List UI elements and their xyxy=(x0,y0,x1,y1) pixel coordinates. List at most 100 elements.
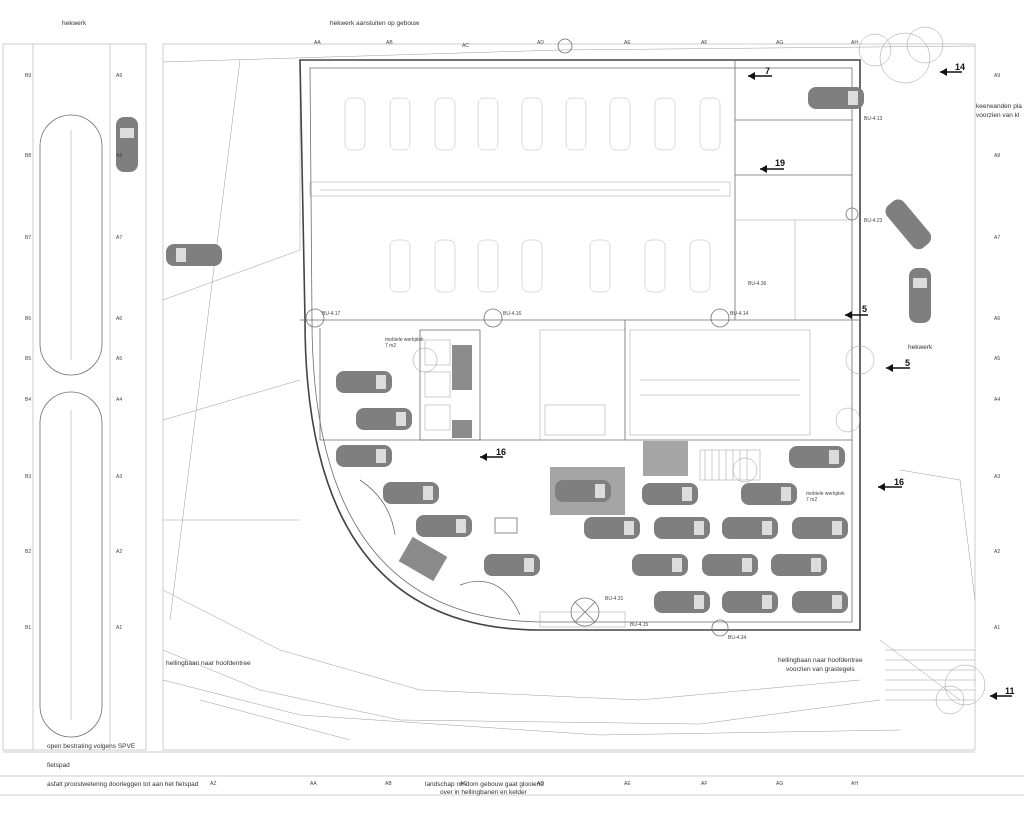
arrow-number: 16 xyxy=(894,477,904,487)
grid-label: AF xyxy=(701,781,707,787)
grid-label: B6 xyxy=(25,316,31,322)
grid-label: A2 xyxy=(994,549,1000,555)
tree-outlines xyxy=(412,26,986,715)
arrow-number: 14 xyxy=(955,62,965,72)
grid-label: AH xyxy=(851,40,858,46)
label-hellingbaan-right: hellingbaan naar hoofdentree xyxy=(778,657,863,664)
grid-labels-top: AA AB AC AD AE AF AG AH xyxy=(314,40,858,49)
car xyxy=(909,268,931,323)
car xyxy=(555,480,611,502)
component-tags: BU-4.17 BU-4.16 BU-4.14 BU-4.36 BU-4.13 … xyxy=(322,116,883,641)
grid-label: B9 xyxy=(25,73,31,79)
grid-label: AA xyxy=(310,781,317,787)
section-arrow: 19 xyxy=(760,158,785,173)
grid-label: AA xyxy=(314,40,321,46)
car xyxy=(336,371,392,393)
grid-label: B1 xyxy=(25,625,31,631)
grid-label: AB xyxy=(386,40,393,46)
grid-label: B4 xyxy=(25,397,31,403)
section-arrow: 11 xyxy=(990,686,1015,700)
car xyxy=(722,591,778,613)
arrow-number: 16 xyxy=(496,447,506,457)
section-arrow: 16 xyxy=(480,447,506,461)
parked-cars xyxy=(116,87,932,613)
tag: BU-4.16 xyxy=(503,311,522,317)
arrow-number: 11 xyxy=(1005,686,1015,696)
label-hekwerk-top: hekwerk xyxy=(62,20,87,27)
tag: BU-4.23 xyxy=(864,218,883,224)
grid-label: A5 xyxy=(116,356,122,362)
drawing-frames xyxy=(0,43,1024,796)
grid-label: A3 xyxy=(994,474,1000,480)
label-landschap-2: over in hellingbanen en kelder xyxy=(440,789,528,796)
tag: BU-4.15 xyxy=(630,622,649,628)
arrow-number: 19 xyxy=(775,158,785,168)
grid-label: B8 xyxy=(25,153,31,159)
section-arrow: 5 xyxy=(845,304,868,319)
car xyxy=(632,554,688,576)
tag: BU-4.17 xyxy=(322,311,341,317)
label-hekwerk-right: hekwerk xyxy=(908,344,933,351)
grid-label: A6 xyxy=(994,316,1000,322)
grid-label: A9 xyxy=(116,73,122,79)
arrow-number: 5 xyxy=(862,304,867,314)
car xyxy=(702,554,758,576)
section-arrow: 5 xyxy=(886,358,910,372)
label-mobiele-werkplek-1-sub: 7 m2 xyxy=(385,343,396,349)
label-hellingbaan-left: hellingbaan naar hoofdentree xyxy=(166,660,251,667)
car xyxy=(484,554,540,576)
grid-label: A2 xyxy=(116,549,122,555)
grid-label: A9 xyxy=(994,73,1000,79)
car xyxy=(771,554,827,576)
building-outline xyxy=(299,38,861,637)
tag: BU-4.13 xyxy=(864,116,883,122)
car xyxy=(642,483,698,505)
label-hekwerk-aansluiten: hekwerk aansluiten op gebouw xyxy=(330,20,420,27)
arrow-number: 5 xyxy=(905,358,910,368)
grid-label: A4 xyxy=(994,397,1000,403)
annotations: hekwerk hekwerk aansluiten op gebouw kee… xyxy=(47,20,1022,796)
grid-label: AC xyxy=(460,781,467,787)
grid-label: A6 xyxy=(116,316,122,322)
grid-label: B7 xyxy=(25,235,31,241)
tag: BU-4.14 xyxy=(730,311,749,317)
grid-label: AF xyxy=(701,40,707,46)
grid-label: AG xyxy=(776,40,783,46)
car xyxy=(792,591,848,613)
grid-label: AG xyxy=(776,781,783,787)
car xyxy=(654,517,710,539)
grid-label: A8 xyxy=(994,153,1000,159)
section-arrow: 14 xyxy=(940,62,965,76)
grid-label: A3 xyxy=(116,474,122,480)
grid-label: AD xyxy=(537,781,544,787)
left-road xyxy=(32,44,111,750)
label-mobiele-werkplek-2-sub: 7 m2 xyxy=(806,497,817,503)
tag: BU-4.31 xyxy=(605,596,624,602)
section-arrows: 7 19 5 5 16 16 14 11 xyxy=(480,62,1015,700)
car xyxy=(808,87,864,109)
grid-label: AB xyxy=(385,781,392,787)
car xyxy=(116,117,138,172)
car xyxy=(792,517,848,539)
section-arrow: 16 xyxy=(878,477,904,491)
car xyxy=(356,408,412,430)
grid-labels-bottom: AZ AA AB AC AD AE AF AG AH xyxy=(210,781,858,787)
car xyxy=(166,244,222,266)
label-grastegels: voorzien van grastegels xyxy=(786,666,855,673)
car xyxy=(789,446,845,468)
grid-label: B2 xyxy=(25,549,31,555)
label-fietspad: fietspad xyxy=(47,762,70,769)
label-landschap-1: landschap rondom gebouw gaat glooiend xyxy=(425,781,544,788)
label-mobiele-werkplek-2: mobiele werkplek xyxy=(806,491,845,497)
grid-label: AZ xyxy=(210,781,216,787)
grid-label: AE xyxy=(624,40,631,46)
ghost-parking xyxy=(344,97,721,293)
car xyxy=(654,591,710,613)
grid-label: B5 xyxy=(25,356,31,362)
grid-label: B3 xyxy=(25,474,31,480)
grid-label: AD xyxy=(537,40,544,46)
label-mobiele-werkplek-1: mobiele werkplek xyxy=(385,337,424,343)
car xyxy=(416,515,472,537)
grid-label: AE xyxy=(624,781,631,787)
grid-label: A1 xyxy=(116,625,122,631)
